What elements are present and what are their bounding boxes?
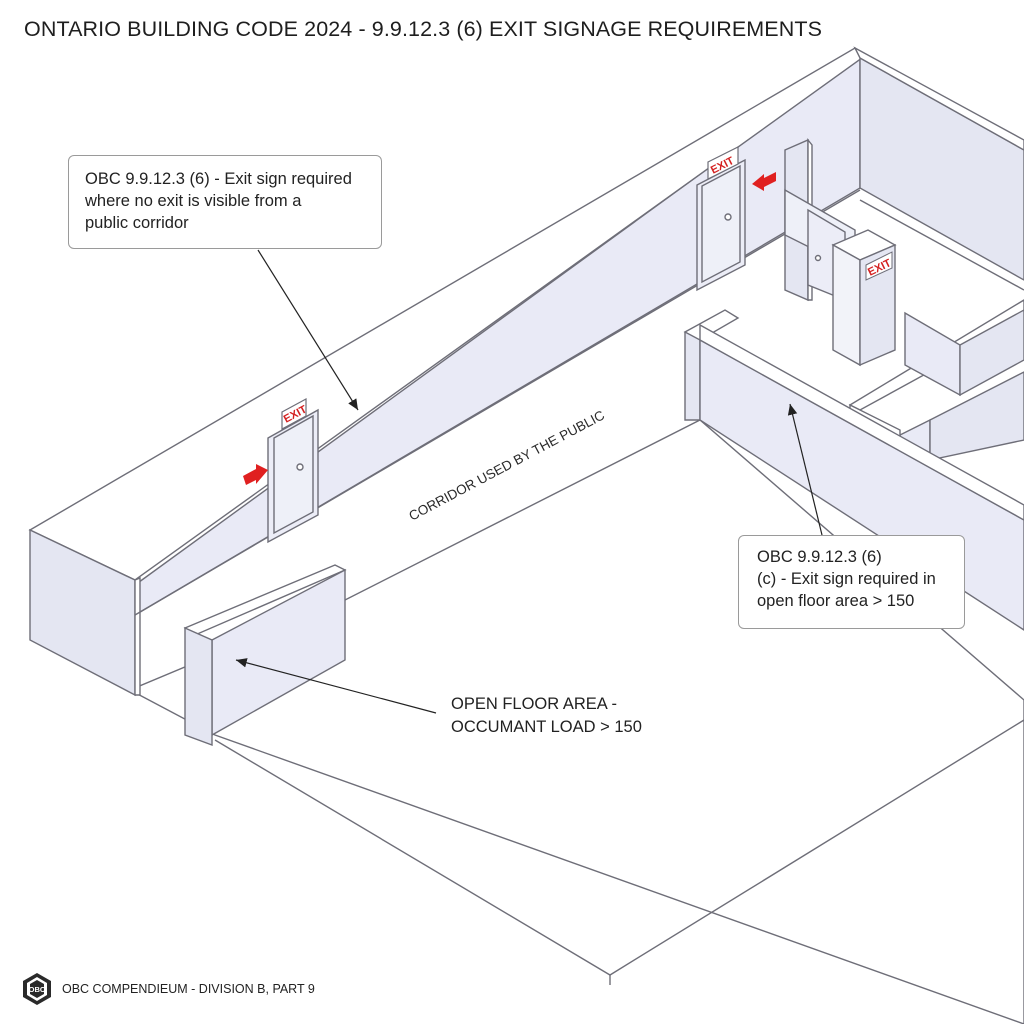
page-title: ONTARIO BUILDING CODE 2024 - 9.9.12.3 (6… [24,17,823,41]
callout-line: OBC 9.9.12.3 (6) [757,548,882,566]
label-line: OCCUMANT LOAD > 150 [451,718,642,736]
footer-caption: OBC COMPENDIEUM - DIVISION B, PART 9 [62,982,315,996]
leader-floor-area-rule [787,403,823,536]
label-line: OPEN FLOOR AREA - [451,695,617,713]
callout-corridor-rule: OBC 9.9.12.3 (6) - Exit sign required wh… [68,155,382,249]
exit-sign-pillar: EXIT [831,229,897,367]
callout-line: OBC 9.9.12.3 (6) - Exit sign required [85,170,352,188]
callout-line: where no exit is visible from a [85,192,302,210]
red-arrow-left [243,464,268,485]
callout-line: open floor area > 150 [757,592,915,610]
svg-text:OBC: OBC [29,985,46,994]
callout-line: public corridor [85,214,189,232]
leader-lines [235,249,823,714]
exit-door-left [267,408,319,544]
callout-line: (c) - Exit sign required in [757,570,936,588]
leader-corridor-rule [257,249,359,411]
callout-floor-area-rule: OBC 9.9.12.3 (6) (c) - Exit sign require… [738,535,965,629]
right-rooms [848,299,1024,472]
footer-brand: OBC COMPENDIEUM [62,982,188,996]
red-arrow-right [752,172,776,191]
obc-logo-icon: OBC [23,973,51,1005]
exit-door-right [696,158,746,292]
leader-open-floor-area [235,658,437,714]
footer-subtitle: - DIVISION B, PART 9 [187,982,315,996]
open-floor-area-label: OPEN FLOOR AREA - OCCUMANT LOAD > 150 [451,693,642,739]
front-low-wall [183,564,347,747]
right-end-wall [853,46,1024,291]
footer: OBC OBC COMPENDIEUM - DIVISION B, PART 9 [22,972,315,1006]
